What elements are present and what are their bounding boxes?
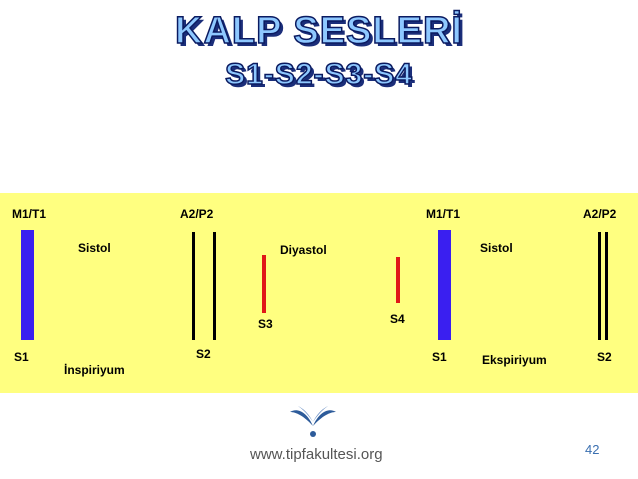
label-sistol-left: Sistol xyxy=(78,241,111,255)
s3-bar xyxy=(262,255,266,313)
site-url[interactable]: www.tipfakultesi.org xyxy=(250,446,383,463)
s4-bar xyxy=(396,257,400,303)
s2-bar-right-b xyxy=(605,232,608,340)
s1-bar-left xyxy=(21,230,34,340)
label-sistol-right: Sistol xyxy=(480,241,513,255)
s2-bar-left-a xyxy=(192,232,195,340)
label-s1-right: S1 xyxy=(432,350,447,364)
heart-sounds-diagram: M1/T1 A2/P2 M1/T1 A2/P2 Sistol Diyastol … xyxy=(0,193,638,393)
label-ekspiriyum: Ekspiriyum xyxy=(482,353,547,367)
s2-bar-right-a xyxy=(598,232,601,340)
page-title: KALP SESLERİ xyxy=(174,9,463,53)
label-a2p2-right: A2/P2 xyxy=(583,207,617,221)
s1-bar-right xyxy=(438,230,451,340)
s2-bar-left-b xyxy=(213,232,216,340)
label-s1-left: S1 xyxy=(14,350,29,364)
page-subtitle: S1-S2-S3-S4 xyxy=(224,57,413,92)
label-a2p2-left: A2/P2 xyxy=(180,207,214,221)
label-s2-left: S2 xyxy=(196,347,211,361)
book-leaf-icon xyxy=(288,400,338,442)
label-inspiriyum: İnspiriyum xyxy=(64,363,125,377)
label-diyastol: Diyastol xyxy=(280,243,327,257)
label-m1t1-right: M1/T1 xyxy=(426,207,461,221)
page-number: 42 xyxy=(585,442,600,457)
label-s2-right: S2 xyxy=(597,350,612,364)
label-s3: S3 xyxy=(258,317,273,331)
label-s4: S4 xyxy=(390,312,405,326)
label-m1t1-left: M1/T1 xyxy=(12,207,47,221)
